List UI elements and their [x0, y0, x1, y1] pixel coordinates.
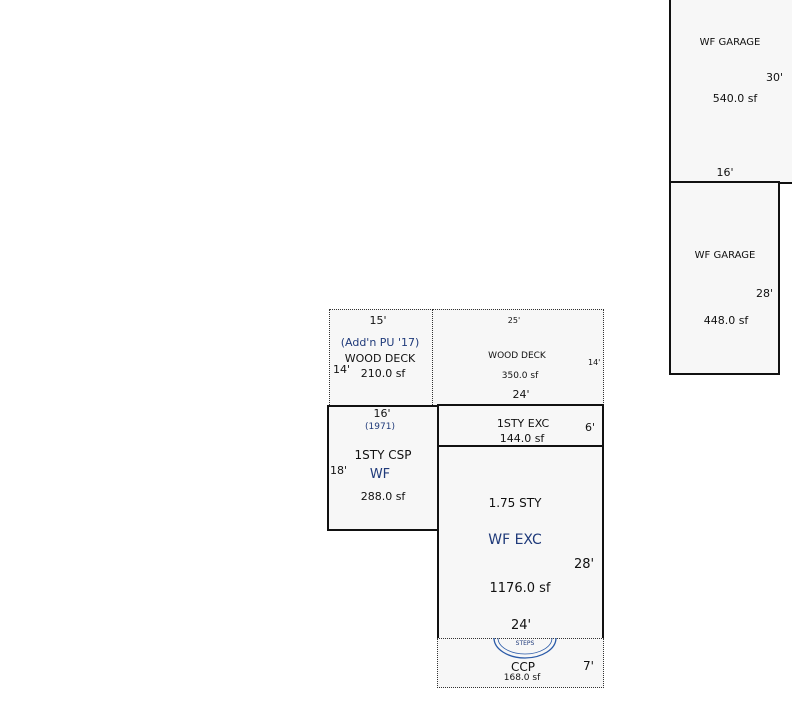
exc-small-label: 1STY EXC: [496, 417, 550, 430]
ccp-steps-label: STEPS: [515, 640, 535, 647]
garage-a-side-dimension: 30': [766, 71, 784, 84]
garage-b-area: 448.0 sf: [703, 314, 749, 327]
deck-left-note: (Add'n PU '17): [340, 336, 420, 349]
garage-b-label: WF GARAGE: [694, 250, 756, 261]
deck-left-top-dimension: 15': [369, 314, 387, 327]
csp-label: 1STY CSP: [354, 448, 412, 462]
wood-deck-right: [432, 309, 604, 407]
ccp-label: CCP: [511, 660, 535, 674]
csp-side-dimension: 18': [330, 464, 348, 477]
deck-left-area: 210.0 sf: [360, 367, 406, 380]
exc-small-side-dimension: 6': [585, 421, 596, 434]
deck-right-label: WOOD DECK: [488, 351, 546, 361]
ccp-section: [437, 638, 604, 688]
ccp-area: 168.0 sf: [503, 673, 541, 683]
wood-deck-left: [329, 309, 433, 407]
deck-left-label: WOOD DECK: [344, 352, 416, 365]
garage-a: [669, 0, 792, 184]
garage-a-area: 540.0 sf: [712, 92, 758, 105]
exc-main-area: 1176.0 sf: [489, 581, 551, 596]
deck-left-side-dimension: 14': [333, 363, 351, 376]
csp-top-dimension: 16': [373, 407, 391, 420]
csp-sub-label: WF: [369, 467, 391, 482]
exc-main-bottom-dimension: 24': [510, 618, 532, 633]
exc-small-area: 144.0 sf: [499, 432, 545, 445]
steps-arc-icon: [493, 637, 557, 659]
exc-main-label: 1.75 STY: [488, 496, 542, 510]
deck-right-side-dimension: 14': [588, 358, 601, 367]
deck-right-area: 350.0 sf: [501, 371, 539, 381]
exc-main-side-dimension: 28': [574, 557, 595, 572]
garage-a-width-dimension: 16': [716, 166, 734, 179]
deck-right-bottom-dimension: 24': [512, 388, 530, 401]
deck-right-top-dimension: 25': [507, 316, 521, 325]
csp-year: (1971): [365, 422, 395, 432]
csp-area: 288.0 sf: [360, 490, 406, 503]
garage-b: [669, 181, 780, 375]
garage-b-side-dimension: 28': [756, 287, 774, 300]
csp-section: [327, 405, 439, 531]
garage-a-label: WF GARAGE: [699, 37, 761, 48]
ccp-side-dimension: 7': [583, 659, 594, 673]
exc-main-sub-label: WF EXC: [488, 532, 542, 548]
